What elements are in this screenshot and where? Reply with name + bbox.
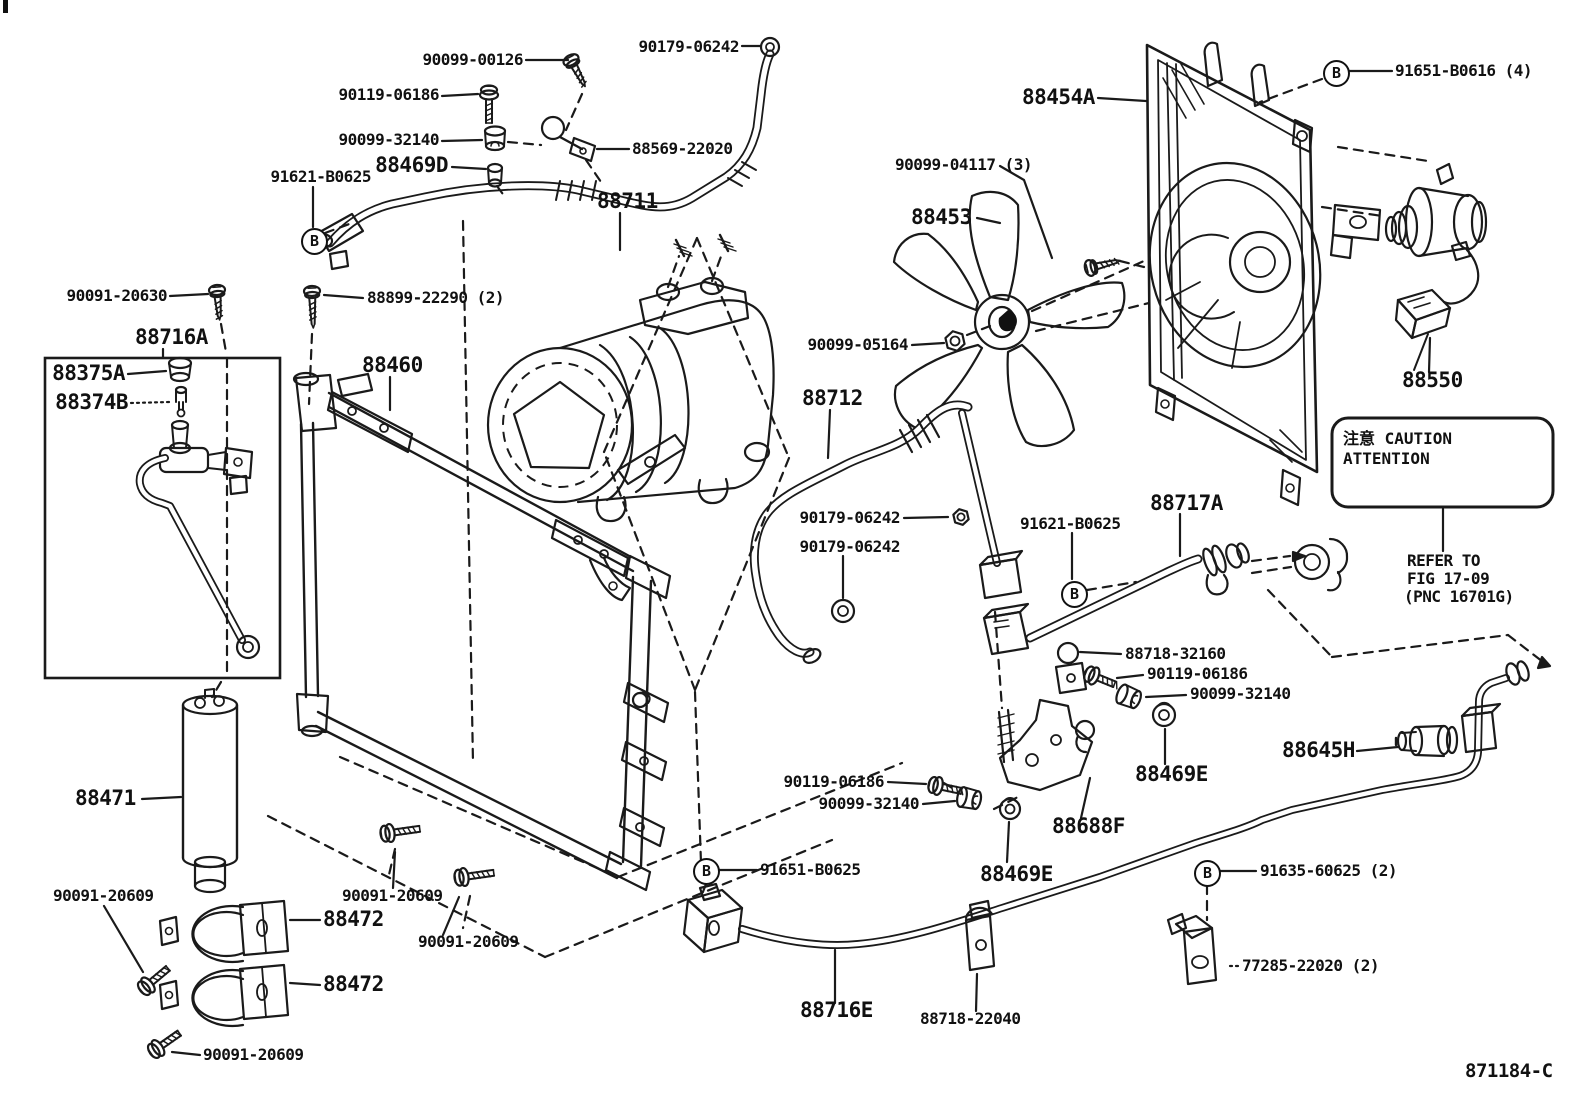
part-label-l40: 90091-20609 [203, 1045, 304, 1065]
part-label-l17: 88374B [55, 390, 128, 415]
part-label-l21: 88550 [1402, 368, 1463, 393]
part-label-l36: 88472 [323, 907, 384, 932]
caution-label-text: 注意 CAUTION ATTENTION [1343, 429, 1453, 468]
assembly-dashes [210, 77, 1552, 959]
part-label-l28: 90099-32140 [1190, 684, 1291, 704]
part-label-l9: 88454A [1022, 85, 1095, 110]
part-label-l26: 88718-32160 [1125, 644, 1226, 664]
part-label-l6: 88469D [375, 153, 448, 178]
part-label-l29: 88645H [1282, 738, 1355, 763]
part-label-l30: 88469E [1135, 762, 1208, 787]
receiver-drier-88471 [181, 688, 239, 894]
part-label-l2: 90179-06242 [638, 37, 740, 57]
part-label-l19: 90099-05164 [807, 335, 909, 355]
part-label-l46: 77285-22020 (2) [1242, 956, 1380, 976]
part-label-l37: 88472 [323, 972, 384, 997]
part-label-l45: 91635-60625 (2) [1260, 861, 1398, 881]
part-label-l31: 90119-06186 [783, 772, 885, 792]
caution-plate [1330, 416, 1555, 553]
part-label-l24: 91621-B0625 [1020, 514, 1121, 534]
part-label-l42: 88469E [980, 862, 1053, 887]
part-label-l13: 90091-20630 [66, 286, 168, 306]
part-label-l33: 88688F [1052, 814, 1125, 839]
fastener-badge-B: B [693, 858, 720, 885]
part-label-l39: 90091-20609 [418, 932, 519, 952]
part-label-l10: 91651-B0616 (4) [1395, 61, 1533, 81]
shroud-88454A [1145, 41, 1382, 507]
part-label-l23: 90179-06242 [799, 537, 901, 557]
part-label-l16: 88375A [52, 361, 125, 386]
part-label-l14: 88899-22290 (2) [367, 288, 505, 308]
leader-lines [102, 44, 1432, 1057]
part-label-l32: 90099-32140 [818, 794, 920, 814]
clamp-88472 [158, 899, 290, 964]
part-label-l35: 90091-20609 [53, 886, 154, 906]
part-label-l25: 88717A [1150, 491, 1223, 516]
part-label-l3: 90119-06186 [338, 85, 440, 105]
valve-box-88716A [43, 356, 282, 680]
part-label-l38: 90091-20609 [342, 886, 443, 906]
part-label-l5: 88569-22020 [632, 139, 733, 159]
fan-88453 [892, 190, 1126, 448]
part-label-l11: 90099-04117 (3) [895, 155, 1033, 175]
figure-id: 871184-C [1465, 1060, 1553, 1082]
part-label-l1: 90099-00126 [422, 50, 524, 70]
clamp-88472 [158, 963, 290, 1028]
fastener-badge-B: B [301, 228, 328, 255]
part-label-l43: 88716E [800, 998, 873, 1023]
top-fasteners [207, 53, 1121, 352]
part-label-l7: 91621-B0625 [270, 167, 372, 187]
part-label-l15: 88716A [135, 325, 208, 350]
part-label-l8: 88711 [597, 189, 658, 214]
part-label-l49: (PNC 16701G) [1404, 587, 1514, 607]
pipe-88716E [682, 660, 1530, 986]
part-label-l4: 90099-32140 [338, 130, 440, 150]
part-label-l44: 88718-22040 [920, 1009, 1021, 1029]
bracket-cluster [927, 641, 1177, 821]
part-label-l47: REFER TO [1407, 551, 1481, 571]
pipe-88717A [982, 537, 1349, 656]
part-label-l20: 88712 [802, 386, 863, 411]
part-label-l12: 88453 [911, 205, 972, 230]
fastener-badge-B: B [1323, 60, 1350, 87]
part-label-l22: 90179-06242 [799, 508, 901, 528]
pipe-88712 [749, 400, 1024, 664]
motor-88550 [1384, 162, 1488, 371]
compressor [486, 233, 775, 523]
part-label-l48: FIG 17-09 [1407, 569, 1490, 589]
fastener-badge-B: B [1194, 860, 1221, 887]
part-label-l27: 90119-06186 [1147, 664, 1248, 684]
condenser-88460 [292, 371, 672, 892]
drier-bolts [136, 822, 496, 1060]
part-label-l18: 88460 [362, 353, 423, 378]
part-label-l41: 91651-B0625 [760, 860, 861, 880]
fastener-badge-B: B [1061, 581, 1088, 608]
part-label-l34: 88471 [75, 786, 136, 811]
